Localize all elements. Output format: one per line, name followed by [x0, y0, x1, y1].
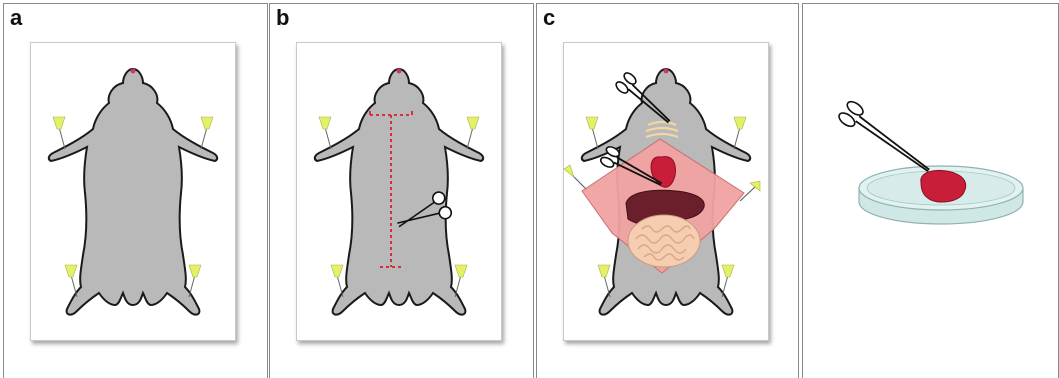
pin-icon — [65, 265, 77, 297]
pin-icon — [598, 265, 610, 297]
flap-pin-icon — [564, 165, 588, 191]
pin-icon — [201, 117, 213, 149]
pin-icon — [455, 265, 467, 297]
panel-c: c — [536, 3, 799, 378]
panel-label-b: b — [276, 6, 289, 30]
mouse-body — [49, 69, 217, 315]
mouse-nose — [397, 69, 402, 74]
mouse-body — [315, 69, 483, 315]
pin-icon — [734, 117, 746, 149]
pin-icon — [319, 117, 331, 149]
panel-b: b — [269, 3, 534, 378]
mouse-nose — [664, 69, 669, 74]
pin-icon — [722, 265, 734, 297]
mouse-illustration-a — [31, 43, 235, 340]
panel-label-c: c — [543, 6, 555, 30]
panel-a: a — [3, 3, 268, 378]
intestines-organ — [628, 215, 700, 267]
mouse-card-c — [563, 42, 769, 341]
mouse-card-b — [296, 42, 502, 341]
flap-pin-icon — [740, 181, 760, 201]
mouse-nose — [131, 69, 136, 74]
mouse-silhouette — [315, 69, 483, 315]
pin-icon — [189, 265, 201, 297]
panel-d — [802, 3, 1059, 378]
panel-label-a: a — [10, 6, 22, 30]
pin-icon — [586, 117, 598, 149]
pin-icon — [467, 117, 479, 149]
pin-icon — [331, 265, 343, 297]
heart-tissue — [921, 170, 966, 202]
dissection-illustration — [564, 43, 768, 340]
petri-dish-illustration — [803, 4, 1059, 378]
mouse-illustration-b — [297, 43, 501, 340]
pin-icon — [53, 117, 65, 149]
mouse-silhouette — [49, 69, 217, 315]
mouse-card-a — [30, 42, 236, 341]
